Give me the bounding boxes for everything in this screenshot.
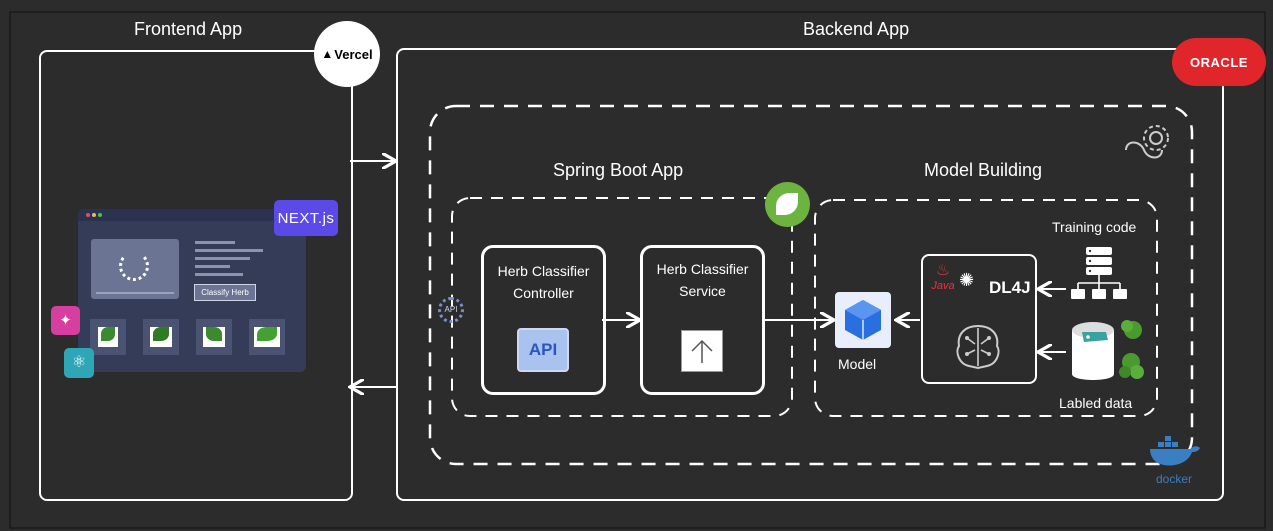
vercel-badge: ▲Vercel: [314, 21, 380, 87]
classify-herb-button[interactable]: Classify Herb: [194, 284, 256, 301]
docker-whale-icon: docker: [1146, 436, 1202, 485]
java-logo-icon: ♨ Java: [929, 262, 957, 292]
frontend-title: Frontend App: [134, 19, 243, 39]
text-line: [195, 241, 235, 244]
model-building-title: Model Building: [924, 160, 1043, 180]
react-atom-icon: ⚛: [64, 348, 94, 378]
telescope-icon: ✦: [51, 306, 80, 335]
herb-classifier-service: Herb Classifier Service: [640, 245, 765, 395]
herb-leaf-icon: [153, 327, 169, 341]
vercel-label: Vercel: [334, 46, 373, 62]
nextjs-label: NEXT.js: [277, 209, 335, 227]
server-hierarchy-icon: [1070, 245, 1128, 303]
training-code-label: Training code: [1052, 219, 1137, 235]
herb-leaf-icon: [257, 327, 277, 341]
window-dot-red: [86, 213, 90, 217]
window-dot-yellow: [92, 213, 96, 217]
github-actions-icon: [1122, 120, 1176, 162]
model-label: Model: [838, 356, 877, 372]
text-line: [195, 257, 250, 260]
herb-classifier-controller: Herb Classifier Controller API: [481, 245, 606, 395]
controller-label: Herb Classifier Controller: [497, 263, 590, 301]
service-label: Herb Classifier Service: [656, 261, 749, 299]
herb-leaf-icon: [206, 327, 222, 341]
oracle-badge: ORACLE: [1172, 38, 1266, 86]
brain-circuit-icon: [951, 322, 1005, 372]
text-line: [195, 273, 243, 276]
herb-thumb: [196, 319, 232, 355]
window-dot-green: [98, 213, 102, 217]
app-mockup-window: Classify Herb: [78, 209, 306, 372]
oracle-label: ORACLE: [1190, 54, 1248, 70]
model-building-boundary: [814, 199, 1158, 417]
herb-thumb: [249, 319, 285, 355]
java-label: Java: [931, 280, 955, 292]
ci-boundary: [428, 104, 1194, 466]
herb-thumb: [143, 319, 179, 355]
api-gear-icon: API: [438, 297, 464, 323]
text-line: [195, 265, 230, 268]
database-icon: [1070, 320, 1116, 384]
api-gear-text: API: [444, 305, 458, 314]
window-titlebar: [78, 209, 306, 221]
vercel-logo-icon: ▲: [321, 47, 334, 61]
spring-boundary: [451, 197, 793, 417]
dl4j-box: ♨ Java ✺ DL4J: [921, 254, 1037, 384]
backend-panel: [396, 48, 1224, 501]
neural-net-icon: ✺: [959, 270, 975, 290]
upload-preview: [91, 239, 179, 299]
model-cube-icon: [835, 292, 891, 348]
upload-arrow-icon: [681, 330, 723, 372]
loading-spinner-icon: [119, 251, 149, 281]
frontend-panel: [39, 50, 353, 501]
api-icon: API: [517, 328, 569, 372]
herb-leaf-icon: [101, 327, 115, 341]
outer-frame: [9, 11, 1266, 529]
dl4j-label: DL4J: [989, 278, 1031, 297]
spring-boot-title: Spring Boot App: [553, 160, 684, 180]
api-icon-text: API: [528, 340, 558, 359]
nextjs-badge: NEXT.js: [274, 200, 338, 236]
progress-track: [96, 292, 174, 294]
herb-leaves-icon: [1115, 318, 1147, 388]
spring-leaf-icon: [765, 182, 810, 227]
herb-thumb: [90, 319, 126, 355]
labled-data-label: Labled data: [1059, 395, 1133, 411]
text-line: [195, 249, 263, 252]
docker-label: docker: [1155, 472, 1193, 486]
backend-title: Backend App: [803, 19, 910, 39]
